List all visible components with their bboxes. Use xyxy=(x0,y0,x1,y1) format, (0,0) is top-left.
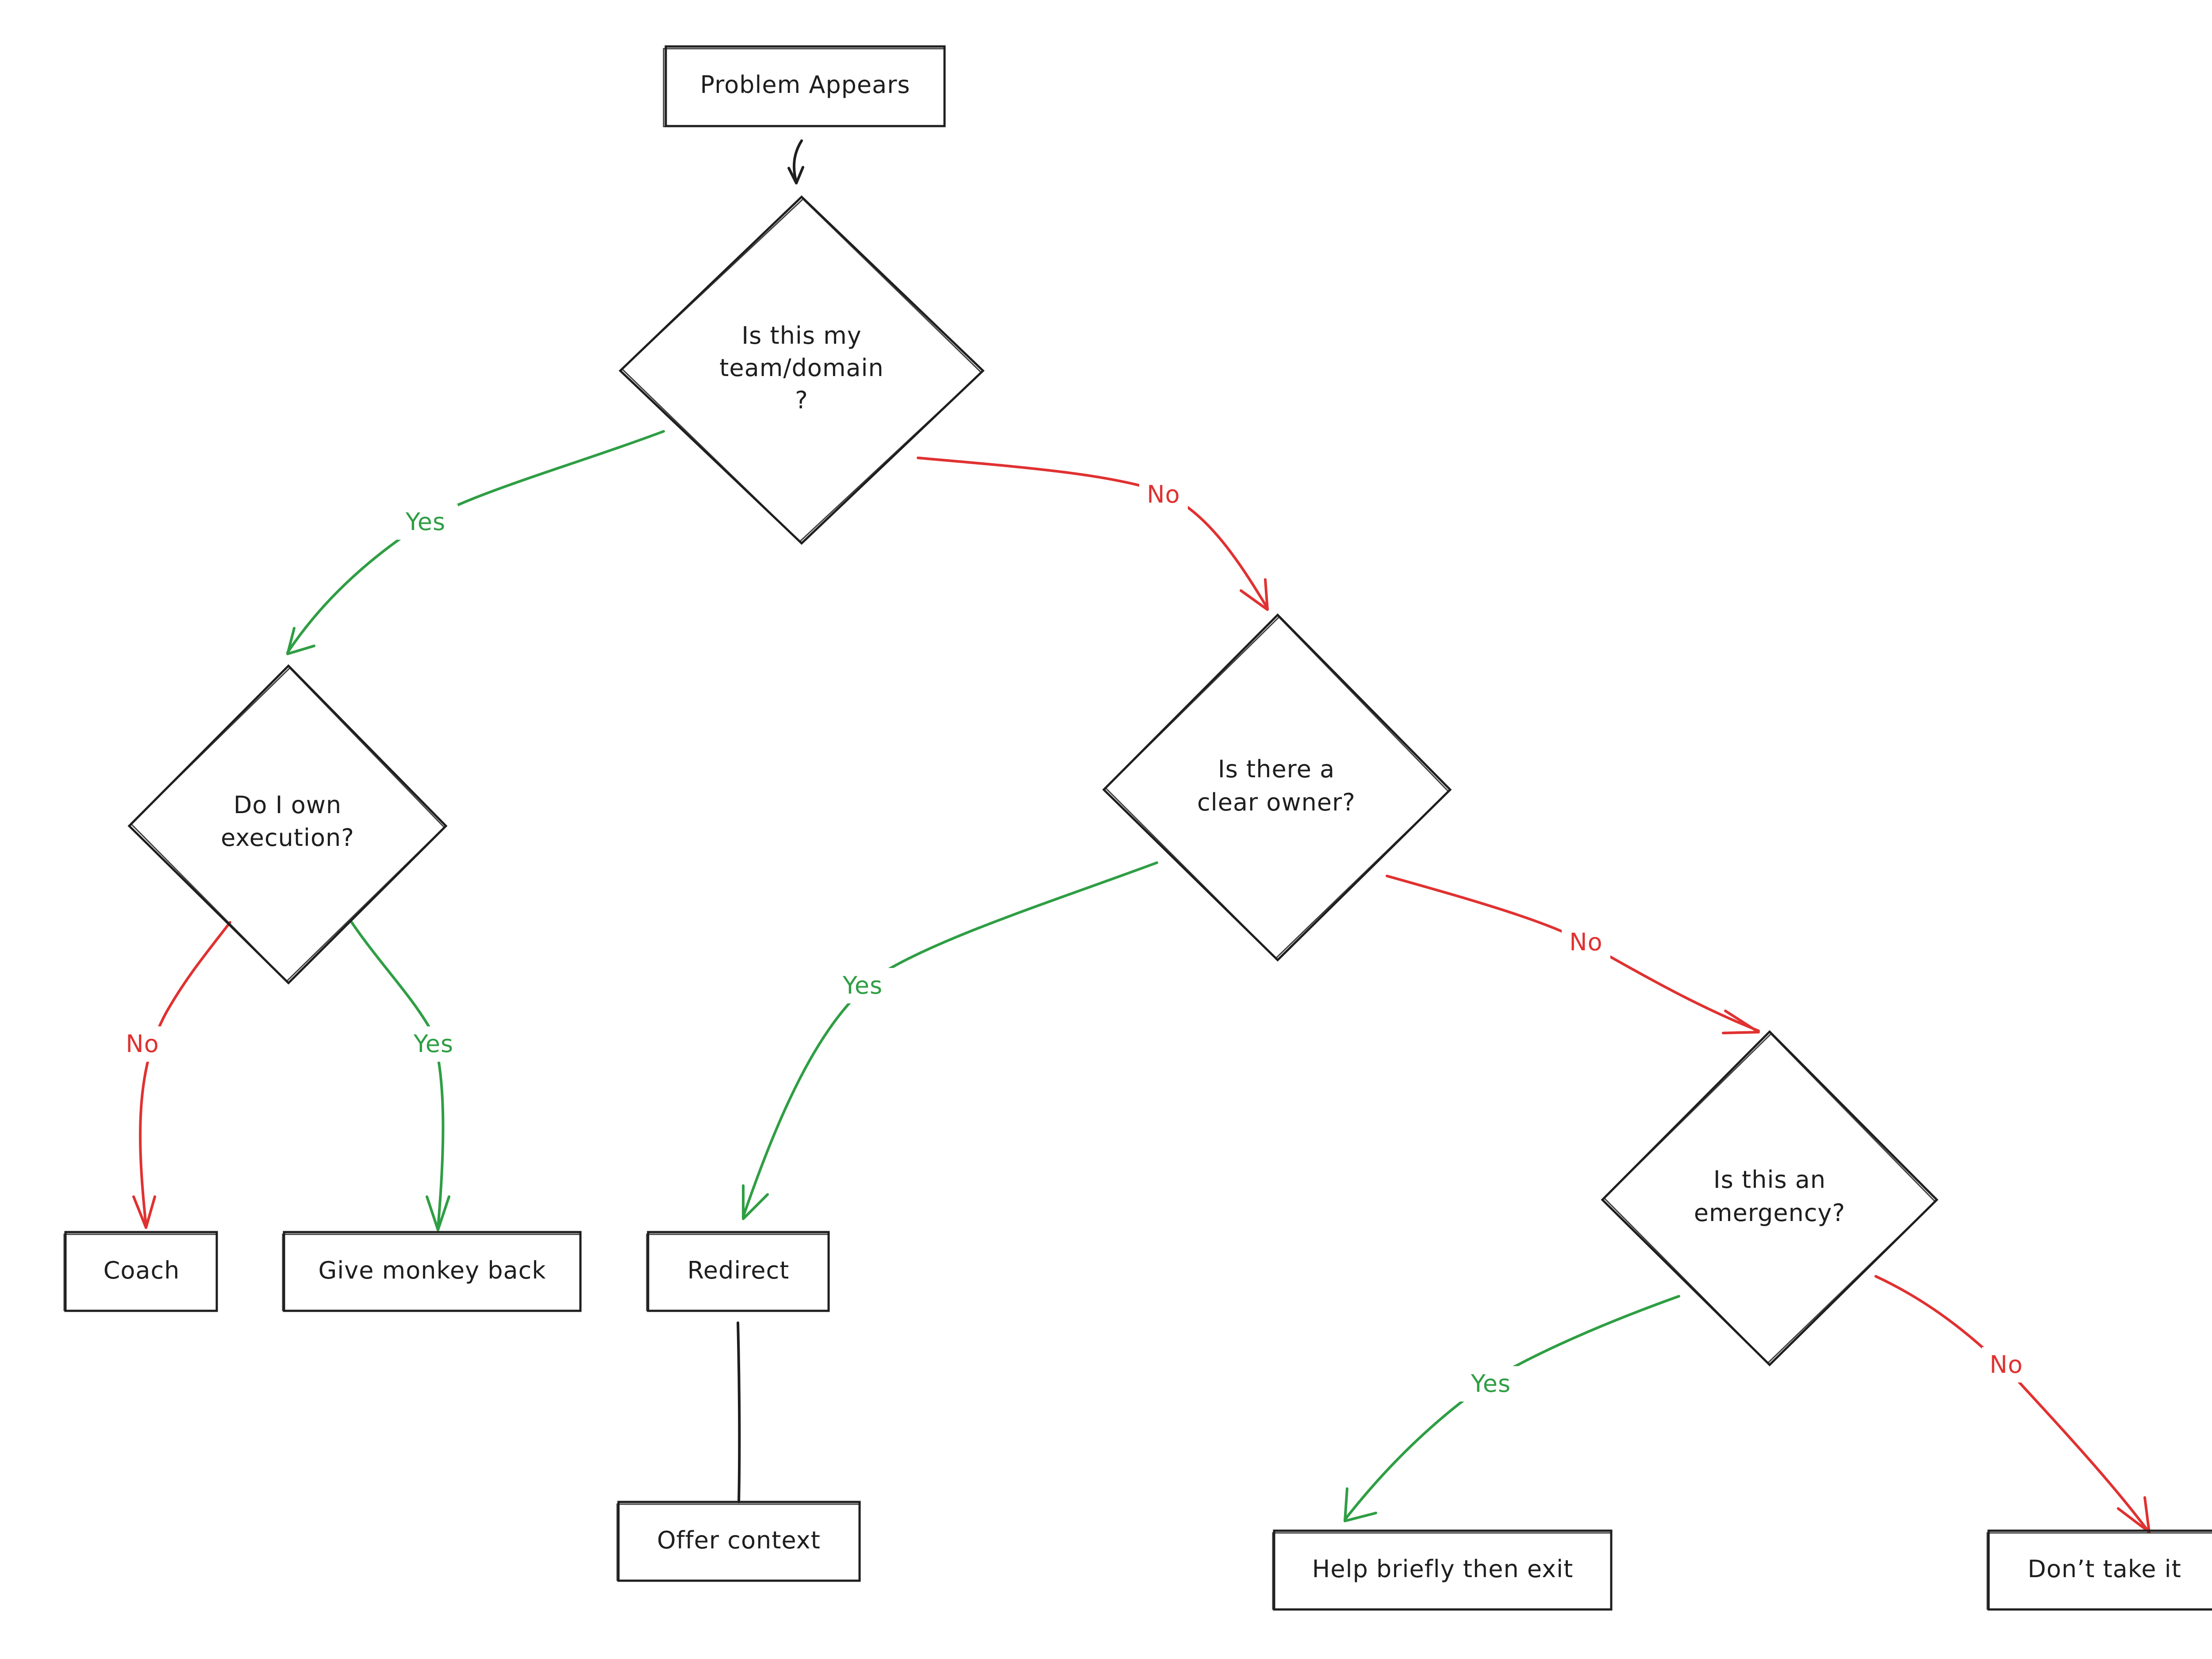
node-is-there-a-clear-owner-label-line1: Is there a xyxy=(1218,755,1335,783)
node-problem-appears-label: Problem Appears xyxy=(700,71,910,99)
edge-q3-yes xyxy=(742,861,1158,1218)
edge-label-q2-yes: Yes xyxy=(413,1030,453,1058)
node-is-there-a-clear-owner: Is there a clear owner? xyxy=(1102,613,1452,962)
node-redirect: Redirect xyxy=(646,1231,830,1312)
node-is-this-my-team-domain-label-line2: team/domain xyxy=(719,354,884,382)
node-is-this-my-team-domain: Is this my team/domain ? xyxy=(618,195,985,545)
node-is-this-my-team-domain-label-line3: ? xyxy=(795,386,808,414)
edge-q1-yes-arrowhead xyxy=(286,627,315,655)
node-coach-label: Coach xyxy=(104,1256,180,1284)
edge-q2-no-arrowhead xyxy=(132,1195,156,1229)
node-redirect-label: Redirect xyxy=(687,1256,790,1284)
edge-labels: Yes No No Yes Yes No Yes No xyxy=(119,477,2031,1402)
edge-start-to-q1 xyxy=(792,139,803,184)
node-dont-take-it: Don’t take it xyxy=(1986,1529,2212,1611)
node-problem-appears: Problem Appears xyxy=(663,45,946,127)
node-is-this-an-emergency-label-line2: emergency? xyxy=(1694,1199,1845,1227)
edge-label-q2-no: No xyxy=(126,1030,159,1058)
node-do-i-own-execution-label-line1: Do I own xyxy=(234,791,342,819)
edge-q2-yes-arrowhead xyxy=(426,1195,450,1231)
edge-q1-no xyxy=(917,457,1269,610)
node-is-there-a-clear-owner-label-line2: clear owner? xyxy=(1197,788,1356,816)
node-is-this-an-emergency: Is this an emergency? xyxy=(1601,1030,1939,1367)
edge-label-q1-yes: Yes xyxy=(405,508,445,536)
edge-label-q4-yes: Yes xyxy=(1471,1370,1511,1398)
node-help-briefly-then-exit-label: Help briefly then exit xyxy=(1312,1555,1574,1583)
edge-q1-no-arrowhead xyxy=(1240,578,1269,611)
node-is-this-an-emergency-label-line1: Is this an xyxy=(1713,1166,1826,1194)
edge-start-to-q1-arrowhead xyxy=(787,166,804,184)
node-offer-context: Offer context xyxy=(616,1501,861,1582)
node-is-this-my-team-domain-label-line1: Is this my xyxy=(741,322,861,349)
edge-q4-no xyxy=(1874,1275,2149,1532)
edge-q1-yes xyxy=(286,430,665,654)
node-help-briefly-then-exit: Help briefly then exit xyxy=(1272,1529,1613,1611)
node-do-i-own-execution: Do I own execution? xyxy=(127,664,448,985)
edge-q4-yes xyxy=(1344,1295,1680,1521)
edge-q4-no-arrowhead xyxy=(2117,1496,2151,1533)
edge-q3-no-arrowhead xyxy=(1722,1010,1760,1034)
node-give-monkey-back-label: Give monkey back xyxy=(318,1256,546,1284)
node-give-monkey-back: Give monkey back xyxy=(282,1231,582,1312)
edge-q2-yes xyxy=(350,921,445,1229)
edge-q3-yes-arrowhead xyxy=(742,1184,769,1220)
edge-label-q3-no: No xyxy=(1569,928,1602,956)
node-coach: Coach xyxy=(63,1231,218,1312)
node-do-i-own-execution-label-line2: execution? xyxy=(221,824,354,852)
edge-label-q1-no: No xyxy=(1147,480,1180,508)
edge-label-q4-no: No xyxy=(1989,1351,2023,1379)
edge-redirect-to-offer-context xyxy=(737,1321,741,1503)
edge-q4-yes-arrowhead xyxy=(1344,1487,1377,1522)
edge-q2-no xyxy=(139,921,231,1227)
node-dont-take-it-label: Don’t take it xyxy=(2028,1555,2181,1583)
node-offer-context-label: Offer context xyxy=(657,1526,821,1554)
edge-label-q3-yes: Yes xyxy=(842,972,883,999)
